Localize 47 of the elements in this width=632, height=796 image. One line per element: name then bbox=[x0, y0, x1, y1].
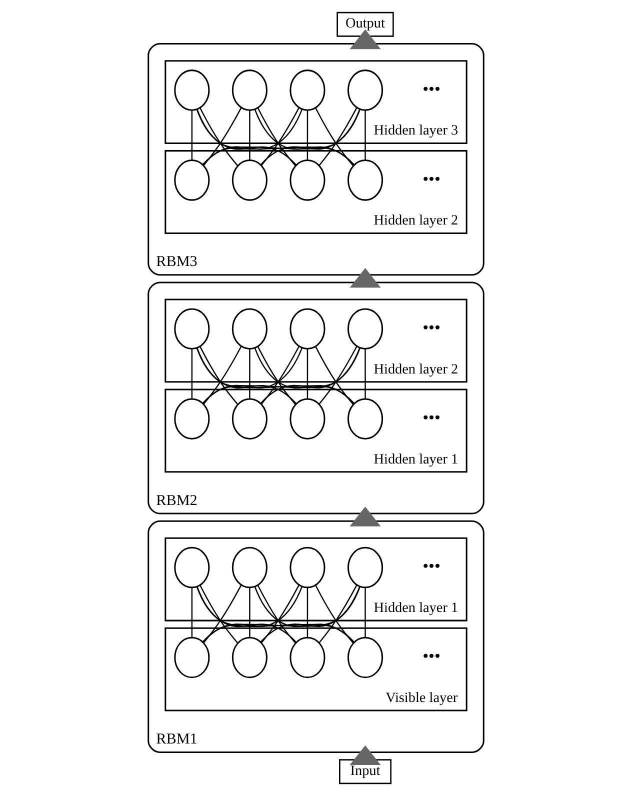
node-circle bbox=[174, 636, 210, 678]
node-circle bbox=[232, 308, 268, 350]
node-circle bbox=[232, 160, 268, 201]
node-circle bbox=[347, 70, 384, 111]
node-circle bbox=[174, 308, 210, 350]
node-circle bbox=[232, 636, 268, 678]
connector bbox=[249, 110, 250, 160]
node-circle bbox=[232, 398, 268, 440]
connector bbox=[306, 588, 308, 638]
label: ••• bbox=[422, 169, 440, 188]
label: ••• bbox=[422, 318, 440, 338]
node-circle bbox=[232, 546, 268, 588]
node-circle bbox=[290, 636, 326, 678]
node-circle bbox=[290, 160, 326, 201]
node-circle bbox=[347, 636, 384, 678]
node-circle bbox=[347, 308, 384, 350]
connector bbox=[191, 348, 193, 399]
connector bbox=[191, 588, 193, 638]
label: ••• bbox=[422, 556, 440, 576]
node-circle bbox=[290, 546, 326, 588]
arrow bbox=[350, 506, 381, 526]
node-circle bbox=[347, 160, 384, 201]
connector bbox=[249, 348, 250, 399]
node-circle bbox=[174, 70, 210, 111]
arrow bbox=[350, 268, 381, 288]
node-circle bbox=[174, 398, 210, 440]
arrow bbox=[350, 745, 381, 765]
node-circle bbox=[174, 160, 210, 201]
connector bbox=[191, 110, 193, 160]
connector bbox=[249, 588, 250, 638]
node-circle bbox=[290, 308, 326, 350]
node-box: Output bbox=[336, 12, 394, 37]
label: ••• bbox=[422, 408, 440, 428]
connector bbox=[364, 348, 366, 399]
connector bbox=[306, 110, 308, 160]
node-circle bbox=[347, 398, 384, 440]
label: ••• bbox=[422, 79, 440, 98]
node-circle bbox=[232, 70, 268, 111]
arrow bbox=[350, 29, 381, 50]
label: ••• bbox=[422, 646, 440, 666]
node-circle bbox=[174, 546, 210, 588]
connector bbox=[364, 110, 366, 160]
node-circle bbox=[347, 546, 384, 588]
connector bbox=[364, 588, 366, 638]
connector bbox=[306, 348, 308, 399]
node-circle bbox=[290, 398, 326, 440]
node-circle bbox=[290, 70, 326, 111]
